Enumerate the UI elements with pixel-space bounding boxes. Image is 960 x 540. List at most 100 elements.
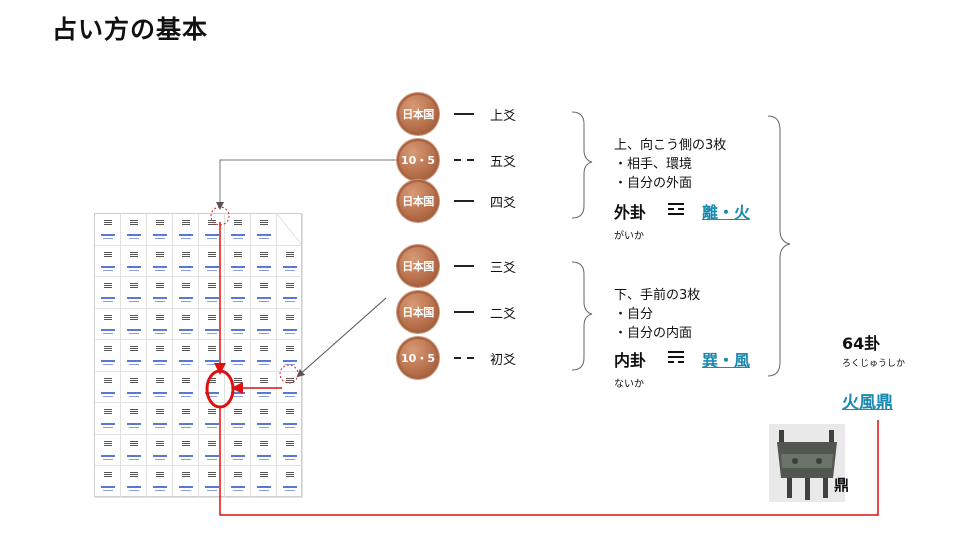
table-cell <box>225 434 251 467</box>
coin-1: 日本国 <box>397 93 439 135</box>
table-cell <box>277 466 303 498</box>
table-cell <box>173 371 199 404</box>
hexagram-table <box>94 213 303 498</box>
table-cell <box>121 371 147 404</box>
lower-pointer-line <box>296 297 387 378</box>
table-cell <box>225 340 251 372</box>
table-cell <box>147 340 173 372</box>
table-cell <box>95 466 121 498</box>
ding-caption: 鼎 <box>834 476 850 494</box>
table-cell <box>147 308 173 341</box>
table-cell <box>147 214 173 246</box>
table-cell <box>277 403 303 435</box>
lower-mark-circle <box>279 364 299 384</box>
table-cell <box>277 214 303 246</box>
result-reading: ろくじゅうしか <box>842 359 906 369</box>
table-cell <box>121 277 147 309</box>
lower-line-3: ・自分の内面 <box>614 326 693 341</box>
table-cell <box>121 434 147 467</box>
table-cell <box>95 340 121 372</box>
table-cell <box>277 308 303 341</box>
ding-vessel-image <box>769 424 845 502</box>
result-label: 64卦 <box>842 334 881 353</box>
table-cell <box>147 403 173 435</box>
upper-trigram-link[interactable]: 離・火 <box>702 203 751 222</box>
table-cell <box>95 214 121 246</box>
table-cell <box>173 277 199 309</box>
yao-line-4 <box>454 265 474 267</box>
coin-3: 日本国 <box>397 180 439 222</box>
table-cell <box>199 308 225 341</box>
table-cell <box>251 214 277 246</box>
table-cell <box>173 214 199 246</box>
upper-reading: がいか <box>614 231 644 242</box>
outer-brace <box>767 115 791 377</box>
table-cell <box>225 466 251 498</box>
coin-5: 日本国 <box>397 291 439 333</box>
upper-line-2: ・相手、環境 <box>614 157 693 172</box>
page-title: 占い方の基本 <box>52 15 209 44</box>
yao-label-1: 上爻 <box>490 109 517 124</box>
upper-brace <box>571 111 593 219</box>
table-cell <box>199 340 225 372</box>
coin-4: 日本国 <box>397 245 439 287</box>
lower-line-2: ・自分 <box>614 307 654 322</box>
lower-info: 下、手前の3枚 ・自分 ・自分の内面 <box>614 286 700 343</box>
table-cell <box>251 434 277 467</box>
table-cell <box>251 403 277 435</box>
table-cell <box>147 277 173 309</box>
table-cell <box>121 245 147 278</box>
yao-label-6: 初爻 <box>490 353 517 368</box>
table-cell <box>95 277 121 309</box>
yao-line-5 <box>454 311 474 313</box>
coin-2: 10・5 <box>397 139 439 181</box>
table-cell <box>199 466 225 498</box>
table-cell <box>199 434 225 467</box>
coin-6: 10・5 <box>397 337 439 379</box>
lower-reading: ないか <box>614 379 644 390</box>
table-cell <box>199 277 225 309</box>
lower-brace <box>571 261 593 371</box>
result-hexagram-link[interactable]: 火風鼎 <box>842 393 893 413</box>
table-cell <box>173 403 199 435</box>
table-cell <box>277 371 303 404</box>
yao-line-6 <box>454 357 474 359</box>
table-cell <box>147 371 173 404</box>
upper-line-3: ・自分の外面 <box>614 176 693 191</box>
result-red-line <box>219 406 879 516</box>
xun-trigram-icon <box>668 351 684 366</box>
lower-line-1: 下、手前の3枚 <box>614 288 701 303</box>
table-cell <box>147 434 173 467</box>
table-cell <box>277 340 303 372</box>
table-cell <box>173 308 199 341</box>
table-cell <box>121 214 147 246</box>
table-cell <box>251 308 277 341</box>
yao-line-3 <box>454 200 474 202</box>
table-cell <box>225 214 251 246</box>
upper-info: 上、向こう側の3枚 ・相手、環境 ・自分の外面 <box>614 136 726 193</box>
table-cell <box>199 403 225 435</box>
lower-gua-name: 内卦 <box>614 351 647 370</box>
table-cell <box>147 466 173 498</box>
table-cell <box>225 308 251 341</box>
table-cell <box>199 245 225 278</box>
table-cell <box>173 434 199 467</box>
table-cell <box>121 340 147 372</box>
yao-line-2 <box>454 159 474 161</box>
yao-label-4: 三爻 <box>490 261 517 276</box>
table-cell <box>173 466 199 498</box>
table-cell <box>225 245 251 278</box>
yao-line-1 <box>454 113 474 115</box>
table-cell <box>95 308 121 341</box>
table-cell <box>121 466 147 498</box>
table-cell <box>225 277 251 309</box>
table-cell <box>121 308 147 341</box>
table-cell <box>121 403 147 435</box>
result-cell-highlight <box>205 369 235 409</box>
table-cell <box>277 434 303 467</box>
upper-mark-circle <box>210 206 230 226</box>
table-cell <box>95 403 121 435</box>
lower-trigram-link[interactable]: 巽・風 <box>702 351 751 370</box>
table-cell <box>147 245 173 278</box>
